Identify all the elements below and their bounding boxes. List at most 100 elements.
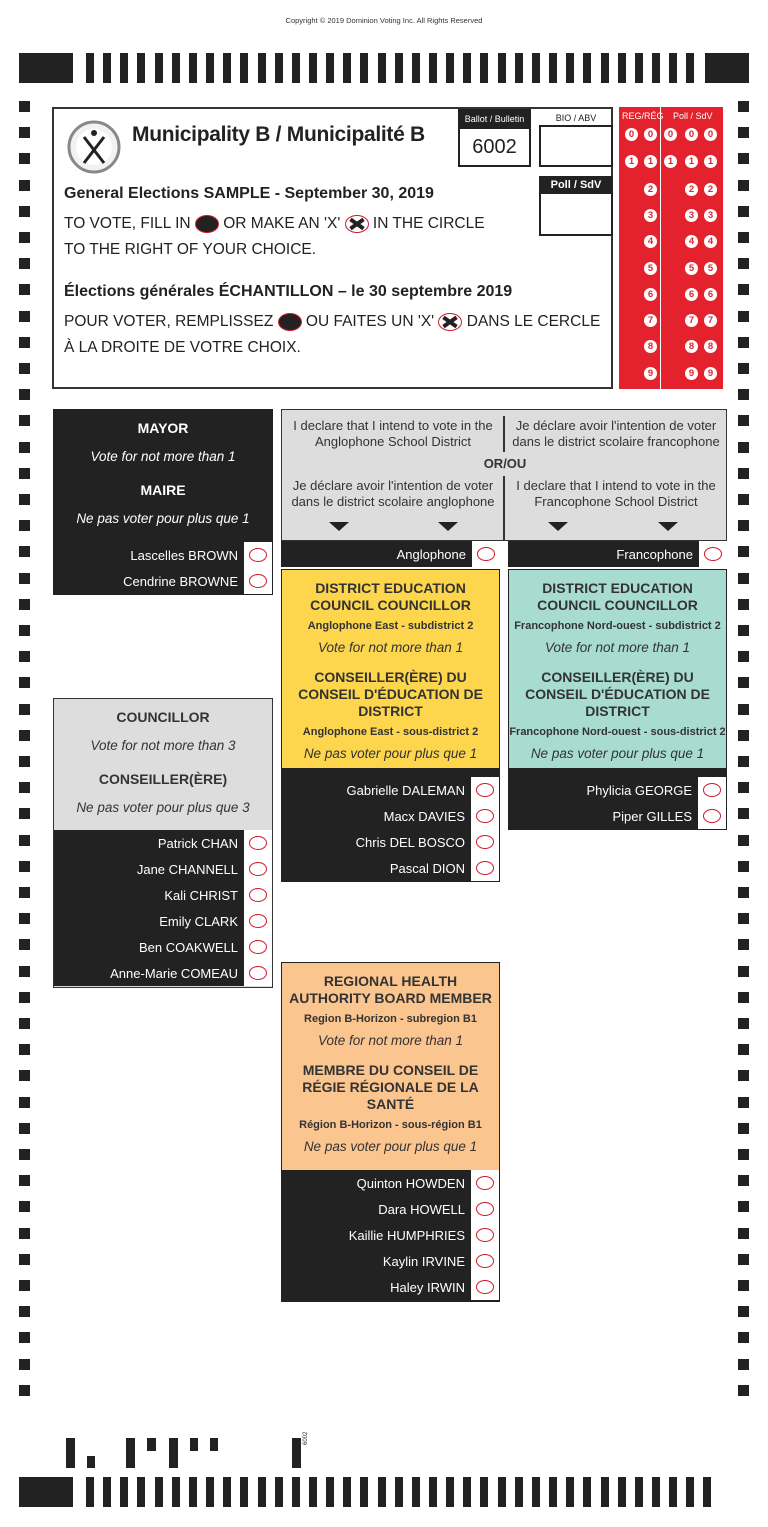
- reg-digit-bubble[interactable]: 8: [644, 340, 657, 354]
- reg-digit-bubble[interactable]: 0: [664, 128, 677, 141]
- ballot-number-label: Ballot / Bulletin: [458, 109, 531, 129]
- candidate-row[interactable]: Pascal DION: [282, 855, 499, 881]
- reg-digit-bubble[interactable]: 4: [704, 235, 717, 249]
- reg-digit-bubble[interactable]: 1: [625, 155, 638, 168]
- french-instruction-line1: POUR VOTER, REMPLISSEZ OU FAITES UN 'X' …: [64, 313, 600, 331]
- poll-box[interactable]: [539, 192, 613, 236]
- timing-mark: [19, 1253, 30, 1265]
- reg-digit-bubble[interactable]: 0: [704, 128, 717, 141]
- timing-mark: [738, 572, 749, 584]
- timing-mark: [126, 1438, 135, 1468]
- vote-oval[interactable]: [476, 1176, 494, 1190]
- reg-digit-bubble[interactable]: 1: [704, 155, 717, 168]
- candidate-row[interactable]: Dara HOWELL: [282, 1196, 499, 1222]
- candidate-row[interactable]: Phylicia GEORGE: [509, 777, 726, 803]
- timing-mark: [738, 1201, 749, 1213]
- reg-digit-bubble[interactable]: 2: [704, 182, 717, 196]
- vote-oval[interactable]: [704, 547, 722, 561]
- reg-digit-bubble[interactable]: 2: [685, 182, 698, 196]
- reg-digit-bubble[interactable]: 9: [685, 366, 698, 380]
- copyright-notice: Copyright © 2019 Dominion Voting Inc. Al…: [285, 16, 483, 25]
- candidate-row[interactable]: Macx DAVIES: [282, 803, 499, 829]
- reg-digit-bubble[interactable]: 4: [685, 235, 698, 249]
- timing-mark: [19, 467, 30, 479]
- vote-oval[interactable]: [476, 1202, 494, 1216]
- francophone-choice[interactable]: Francophone: [508, 541, 727, 567]
- vote-oval[interactable]: [249, 888, 267, 902]
- timing-mark: [738, 939, 749, 951]
- reg-digit-bubble[interactable]: 3: [644, 208, 657, 222]
- timing-mark: [738, 860, 749, 872]
- candidate-row[interactable]: Lascelles BROWN: [54, 542, 272, 568]
- candidate-row[interactable]: Haley IRWIN: [282, 1274, 499, 1300]
- candidate-row[interactable]: Piper GILLES: [509, 803, 726, 829]
- filled-oval-icon: [194, 215, 219, 233]
- reg-digit-bubble[interactable]: 7: [685, 314, 698, 328]
- reg-digit-bubble[interactable]: 8: [685, 340, 698, 354]
- vote-oval[interactable]: [703, 809, 721, 823]
- candidate-row[interactable]: Anne-Marie COMEAU: [54, 960, 272, 986]
- reg-digit-bubble[interactable]: 1: [664, 155, 677, 168]
- dec-francophone-title-en: DISTRICT EDUCATION COUNCIL COUNCILLOR: [537, 580, 698, 613]
- candidate-row[interactable]: Patrick CHAN: [54, 830, 272, 856]
- reg-digit-bubble[interactable]: 6: [685, 287, 698, 301]
- reg-digit-bubble[interactable]: 5: [644, 261, 657, 275]
- vote-oval[interactable]: [477, 547, 495, 561]
- candidate-row[interactable]: Jane CHANNELL: [54, 856, 272, 882]
- candidate-row[interactable]: Kali CHRIST: [54, 882, 272, 908]
- reg-digit-bubble[interactable]: 7: [704, 314, 717, 328]
- candidate-row[interactable]: Emily CLARK: [54, 908, 272, 934]
- vote-oval[interactable]: [476, 861, 494, 875]
- vote-oval[interactable]: [476, 809, 494, 823]
- vote-oval[interactable]: [476, 835, 494, 849]
- reg-digit-bubble[interactable]: 1: [685, 155, 698, 168]
- vote-oval[interactable]: [476, 783, 494, 797]
- candidate-row[interactable]: Kaylin IRVINE: [282, 1248, 499, 1274]
- candidate-row[interactable]: Cendrine BROWNE: [54, 568, 272, 594]
- reg-digit-bubble[interactable]: 4: [644, 235, 657, 249]
- candidate-row[interactable]: Kaillie HUMPHRIES: [282, 1222, 499, 1248]
- vote-oval[interactable]: [249, 862, 267, 876]
- reg-digit-bubble[interactable]: 0: [644, 128, 657, 141]
- reg-digit-bubble[interactable]: 9: [704, 366, 717, 380]
- vote-oval[interactable]: [476, 1280, 494, 1294]
- vote-oval[interactable]: [703, 783, 721, 797]
- reg-digit-bubble[interactable]: 3: [704, 208, 717, 222]
- reg-poll-label: Poll / SdV: [673, 111, 713, 121]
- vote-oval[interactable]: [476, 1228, 494, 1242]
- vote-oval[interactable]: [249, 548, 267, 562]
- reg-digit-bubble[interactable]: 9: [644, 366, 657, 380]
- candidate-row[interactable]: Chris DEL BOSCO: [282, 829, 499, 855]
- anglophone-choice[interactable]: Anglophone: [281, 541, 500, 567]
- oval-cell: [470, 1196, 499, 1222]
- reg-digit-bubble[interactable]: 0: [685, 128, 698, 141]
- oval-cell: [470, 855, 499, 881]
- vote-oval[interactable]: [476, 1254, 494, 1268]
- bio-box[interactable]: [539, 125, 613, 167]
- vote-oval[interactable]: [249, 966, 267, 980]
- reg-digit-bubble[interactable]: 7: [644, 314, 657, 328]
- candidate-name: Jane CHANNELL: [136, 862, 238, 877]
- vote-oval[interactable]: [249, 574, 267, 588]
- reg-digit-bubble[interactable]: 2: [644, 182, 657, 196]
- reg-digit-bubble[interactable]: 0: [625, 128, 638, 141]
- timing-mark: [154, 1477, 163, 1507]
- timing-mark: [291, 53, 300, 83]
- candidate-row[interactable]: Ben COAKWELL: [54, 934, 272, 960]
- timing-mark: [738, 782, 749, 794]
- timing-mark: [738, 1070, 749, 1082]
- timing-mark: [19, 1018, 30, 1029]
- reg-digit-bubble[interactable]: 8: [704, 340, 717, 354]
- reg-digit-bubble[interactable]: 1: [644, 155, 657, 168]
- candidate-row[interactable]: Quinton HOWDEN: [282, 1170, 499, 1196]
- candidate-row[interactable]: Gabrielle DALEMAN: [282, 777, 499, 803]
- vote-oval[interactable]: [249, 914, 267, 928]
- vote-oval[interactable]: [249, 836, 267, 850]
- reg-digit-bubble[interactable]: 3: [685, 208, 698, 222]
- reg-digit-bubble[interactable]: 5: [704, 261, 717, 275]
- reg-digit-bubble[interactable]: 6: [704, 287, 717, 301]
- vote-oval[interactable]: [249, 940, 267, 954]
- reg-digit-bubble[interactable]: 6: [644, 287, 657, 301]
- instruction-text: OU FAITES UN 'X': [305, 313, 435, 331]
- reg-digit-bubble[interactable]: 5: [685, 261, 698, 275]
